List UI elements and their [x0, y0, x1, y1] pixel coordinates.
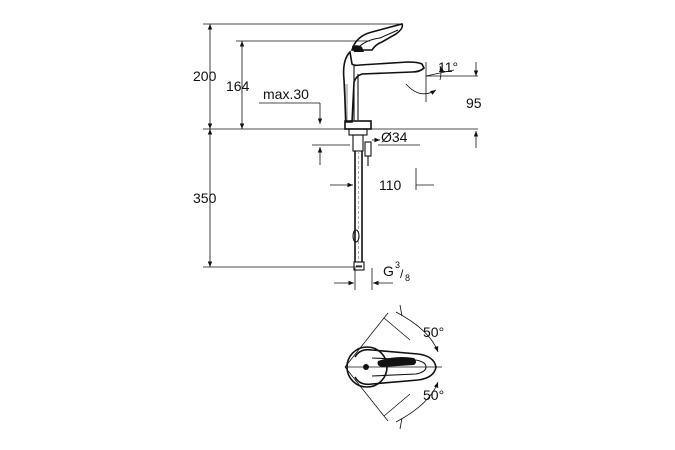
extension-lines	[203, 23, 478, 290]
lever-top	[346, 346, 437, 388]
dim-connection-slash: /	[400, 267, 404, 281]
dim-max-deck: max.30	[263, 86, 309, 102]
dim-connection-g: G	[383, 263, 394, 279]
dim-base-diameter: Ø34	[381, 129, 408, 145]
top-view: 50° 50°	[344, 304, 444, 430]
flexible-hose	[352, 151, 365, 271]
base-mounting	[344, 120, 372, 166]
dim-spout-reach: 95	[466, 95, 482, 111]
faucet-body	[342, 50, 425, 123]
dim-hose-length: 350	[193, 190, 217, 206]
dim-spout-height: 164	[226, 78, 250, 94]
dim-connection: G 3 / 8	[383, 260, 410, 283]
lever-handle	[350, 23, 404, 52]
dim-total-height: 200	[193, 68, 217, 84]
dim-connection-num: 3	[395, 260, 400, 270]
dim-lever-angle-upper: 50°	[423, 324, 444, 340]
side-view: 200 164 max.30 11° 95 Ø34 110 350 G 3 / …	[193, 23, 482, 290]
dim-lever-angle-lower: 50°	[423, 387, 444, 403]
spout-angle-indicator	[405, 65, 458, 95]
dim-connection-den: 8	[405, 273, 410, 283]
dim-spout-angle: 11°	[438, 59, 458, 75]
angle-guides	[344, 304, 442, 430]
dimension-lines	[207, 24, 479, 286]
dim-hose-offset: 110	[379, 177, 402, 193]
